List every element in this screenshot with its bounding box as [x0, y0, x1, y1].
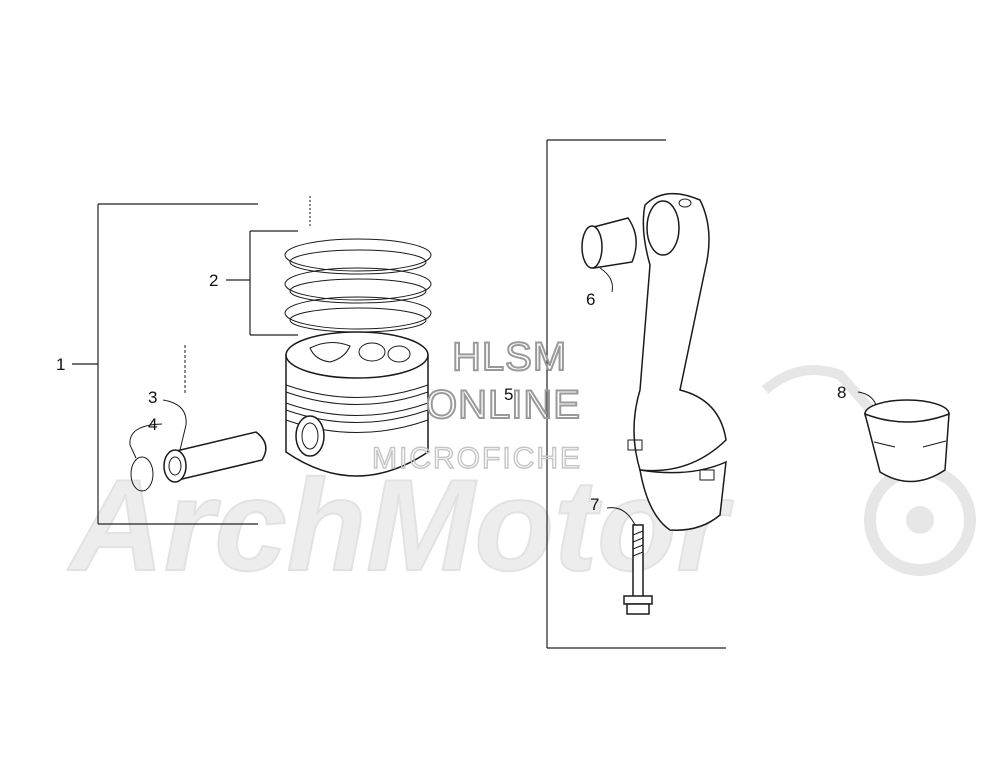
- bracket-connecting-rod: [546, 139, 726, 649]
- circlip: [130, 456, 154, 492]
- bracket-rings: [226, 230, 298, 336]
- watermark-line3: MICROFICHE: [372, 442, 582, 475]
- callout-2: 2: [209, 271, 218, 290]
- callouts: 1 2 3 4 5 6 7 8: [56, 271, 846, 514]
- leader-lines: [129, 345, 187, 459]
- piston: [285, 331, 429, 477]
- rod-bolt: [606, 507, 653, 615]
- callout-1: 1: [56, 355, 65, 374]
- callout-3: 3: [148, 388, 157, 407]
- watermark-bike-frame: [761, 365, 884, 424]
- callout-6: 6: [586, 290, 595, 309]
- callout-4: 4: [148, 415, 157, 434]
- hlsm-watermark: HLSM ONLINE MICROFICHE: [371, 334, 582, 476]
- callout-5: 5: [504, 385, 513, 404]
- small-end-bushing: [581, 217, 637, 293]
- watermark-line1: HLSM: [452, 335, 567, 379]
- wrist-pin: [163, 431, 267, 483]
- watermark-wheel-hub: [906, 506, 934, 534]
- big-end-bearing: [857, 391, 950, 483]
- callout-7: 7: [590, 495, 599, 514]
- bracket-piston-assembly: [72, 196, 311, 525]
- callout-8: 8: [837, 383, 846, 402]
- connecting-rod: [627, 192, 727, 531]
- piston-rings: [284, 238, 432, 333]
- watermark-line2: ONLINE: [426, 383, 581, 427]
